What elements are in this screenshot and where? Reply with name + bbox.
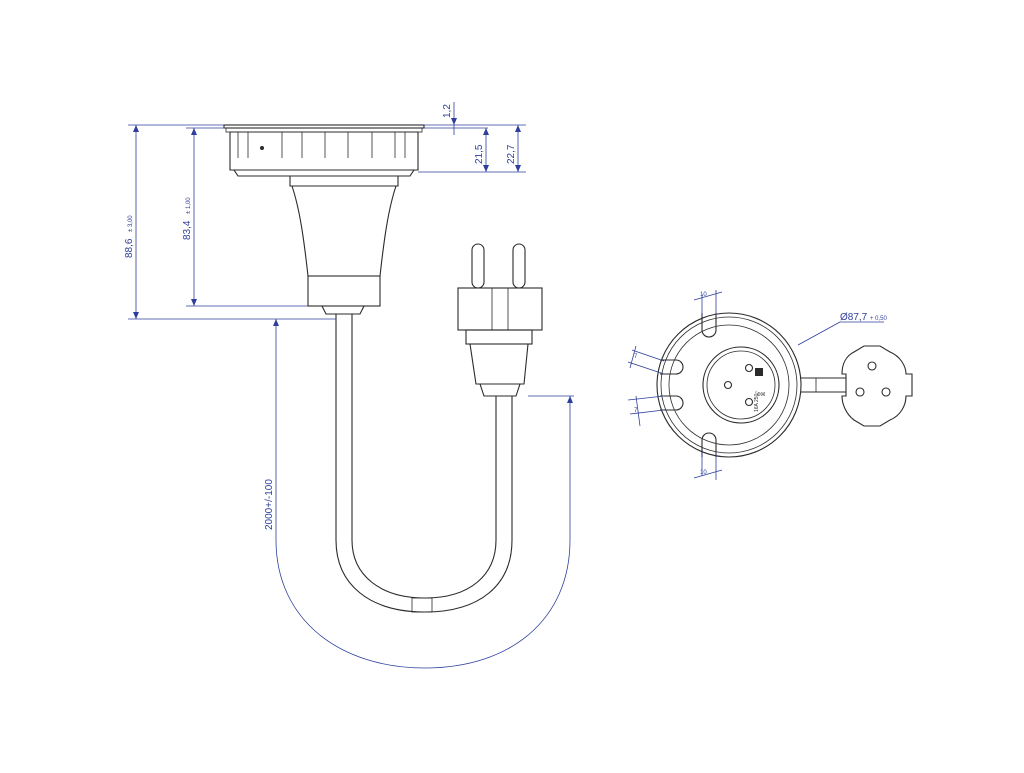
dim-slot-left-lower: 7 — [634, 408, 638, 414]
dim-diameter: Ø87,7 — [840, 312, 868, 323]
flange — [223, 124, 425, 177]
top-dimensions: Ø87,7 + 0,50 10 10 7 7 — [627, 290, 888, 480]
outer-ring — [656, 312, 802, 458]
dim-lid-thickness: 1,2 — [442, 104, 453, 118]
side-view: 88,6 ± 3,00 83,4 ± 1,00 1,2 21,5 22,7 — [124, 102, 574, 669]
dim-overall-height: 88,6 — [124, 238, 135, 258]
socket-marking: 16A 250~ — [754, 391, 760, 412]
dim-diameter-tol: + 0,50 — [870, 316, 888, 322]
dim-rim-height: 21,5 — [474, 144, 485, 164]
plug — [457, 243, 543, 397]
slots — [660, 313, 717, 457]
ring-ribs — [237, 132, 406, 158]
dim-slot-left-upper: 7 — [634, 354, 638, 360]
brand-mark: ФЖ — [757, 392, 766, 398]
body — [289, 175, 399, 315]
cable — [335, 314, 513, 613]
dim-body-height: 83,4 — [182, 220, 193, 240]
dim-flange-height: 22,7 — [506, 144, 517, 164]
dim-cable-length: 2000+/-100 — [264, 479, 275, 530]
earth-mark-icon — [755, 368, 763, 376]
socket: ФЖ 16A 250~ — [702, 346, 780, 424]
top-view: ФЖ 16A 250~ Ø87,7 + 0,50 10 — [627, 290, 913, 480]
dim-overall-height-tol: ± 3,00 — [128, 215, 134, 232]
plug-face — [801, 345, 913, 427]
dim-slot-bottom: 10 — [700, 470, 707, 476]
dim-body-height-tol: ± 1,00 — [186, 197, 192, 214]
screw-icon — [260, 146, 264, 150]
dim-slot-top: 10 — [700, 292, 707, 298]
dimensions: 88,6 ± 3,00 83,4 ± 1,00 1,2 21,5 22,7 — [124, 102, 574, 669]
